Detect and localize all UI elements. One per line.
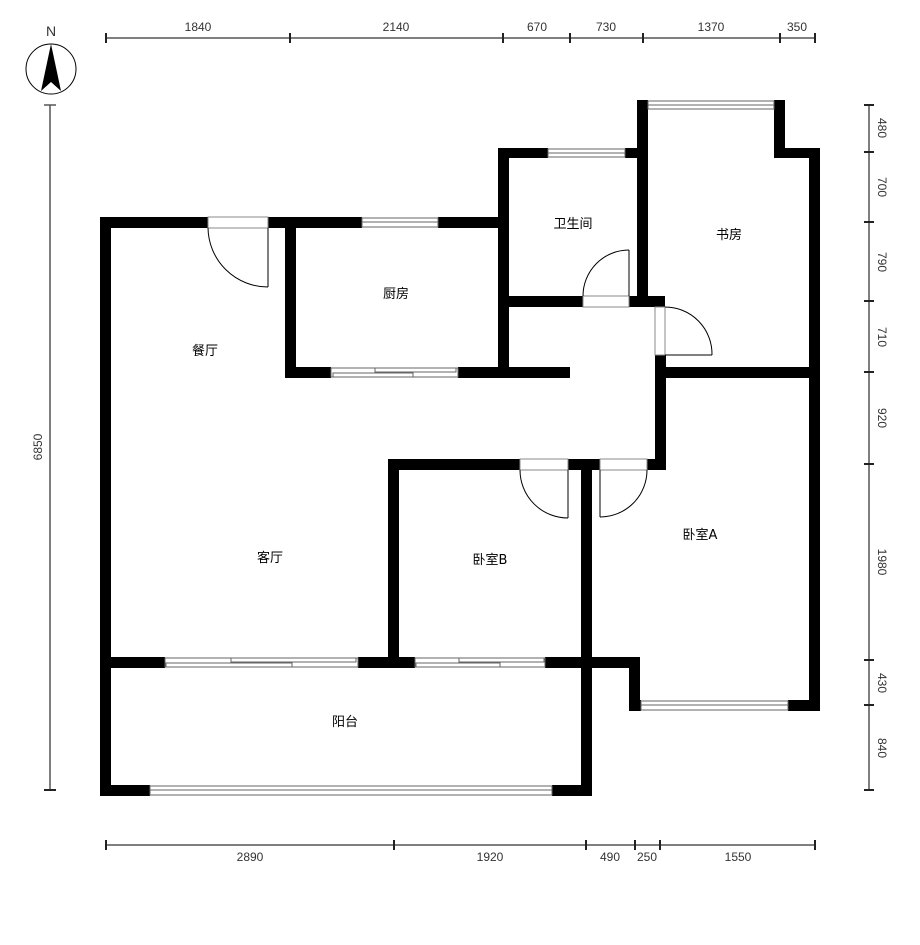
windows: [149, 100, 789, 796]
doors: [207, 216, 713, 519]
bottom-dimension-line: 2890 1920 490 250 1550: [105, 840, 816, 864]
dim-label: 6850: [31, 433, 45, 460]
dim-label: 350: [787, 20, 807, 34]
dim-label: 430: [875, 673, 889, 693]
right-dimension-line: 480 700 790 710 920 1980 430 840: [864, 104, 889, 791]
top-dimension-line: 1840 2140 670 730 1370 350: [105, 20, 816, 43]
left-dimension-line: 6850: [31, 433, 56, 791]
room-label-bathroom: 卫生间: [553, 217, 592, 232]
dim-label: 1370: [698, 20, 725, 34]
dim-label: 250: [637, 850, 657, 864]
dim-label: 790: [875, 252, 889, 272]
room-label-dining: 餐厅: [192, 343, 218, 359]
dim-label: 840: [875, 738, 889, 758]
dim-label: 670: [527, 20, 547, 34]
bedroom-b-door-icon: [519, 458, 569, 519]
room-label-bedroom-b: 卧室B: [473, 552, 508, 568]
north-compass-icon: N: [25, 23, 77, 790]
dim-label: 1920: [477, 850, 504, 864]
room-label-bedroom-a: 卧室A: [683, 527, 718, 543]
study-door-icon: [654, 306, 713, 356]
dim-label: 490: [600, 850, 620, 864]
room-labels: 餐厅 厨房 卫生间 书房 客厅 卧室B 卧室A 阳台: [192, 217, 742, 730]
room-label-balcony: 阳台: [332, 715, 358, 730]
bedroom-a-door-icon: [599, 458, 648, 518]
dim-label: 920: [875, 408, 889, 428]
room-label-study: 书房: [716, 227, 742, 243]
room-label-living: 客厅: [257, 550, 283, 566]
dim-label: 1550: [725, 850, 752, 864]
dim-label: 2890: [237, 850, 264, 864]
walls: [100, 100, 820, 796]
bathroom-door-icon: [582, 249, 630, 308]
dim-label: 730: [596, 20, 616, 34]
compass-label: N: [46, 23, 56, 39]
room-label-kitchen: 厨房: [383, 286, 409, 302]
dim-label: 710: [875, 327, 889, 347]
entry-door-icon: [207, 216, 269, 288]
dim-label: 1980: [875, 549, 889, 576]
dim-label: 1840: [185, 20, 212, 34]
dim-label: 2140: [383, 20, 410, 34]
dim-label: 700: [875, 177, 889, 197]
dim-label: 480: [875, 118, 889, 138]
